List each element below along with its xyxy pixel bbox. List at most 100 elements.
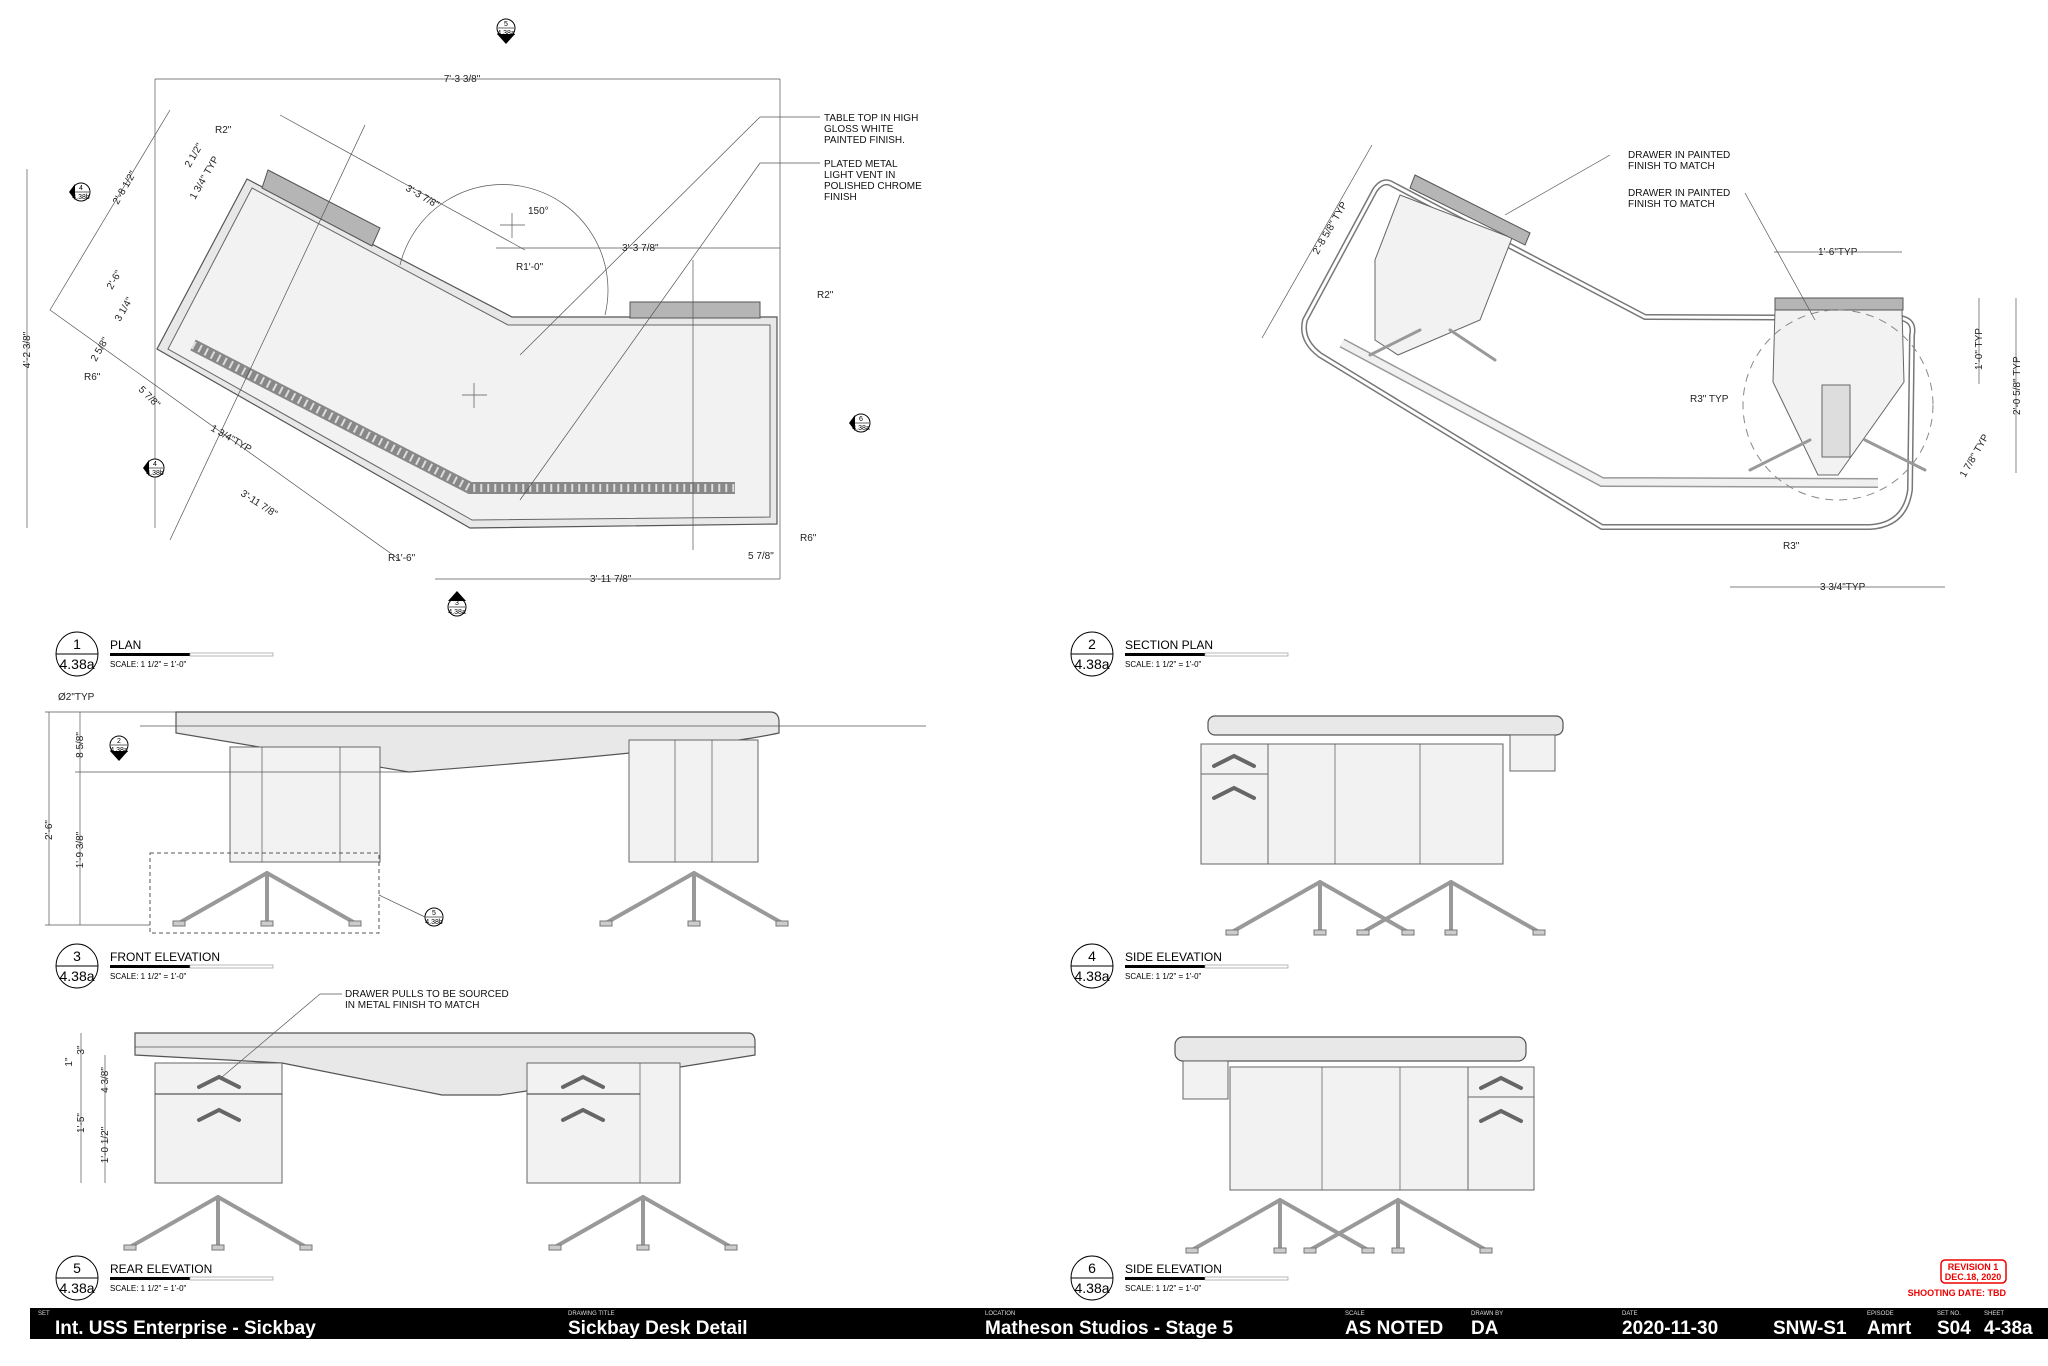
dim-angle: 150°	[528, 206, 549, 217]
plan-view: 7'-3 3/8" 4'-2 3/8" 3'-3 7/8" 3'-3 7/8" …	[22, 74, 922, 585]
section-marker[interactable]: 54.38a	[496, 18, 516, 44]
marker-num: 4	[79, 185, 83, 192]
dim-1-0: 1'-0" TYP	[1974, 328, 1985, 370]
dim-diag-bottom: 3'-11 7/8"	[238, 488, 279, 520]
view-scale: SCALE: 1 1/2" = 1'-0"	[1125, 660, 1202, 669]
marker-sheet: 4.38b	[146, 470, 164, 477]
view-number: 3	[73, 948, 81, 964]
dim-r6-right: R6"	[800, 533, 817, 544]
section-marker[interactable]: 6 4.38a	[849, 413, 871, 433]
marker-num: 6	[859, 416, 863, 423]
dim-overall-width: 7'-3 3/8"	[444, 74, 481, 85]
marker-sheet: 4.38b	[425, 919, 443, 926]
dim-r3-typ: R3" TYP	[1690, 394, 1729, 405]
view-title-side-elevation-4: 4 4.38a SIDE ELEVATION SCALE: 1 1/2" = 1…	[1070, 943, 1289, 989]
marker-num: 3	[455, 600, 459, 607]
set-value: Int. USS Enterprise - Sickbay	[55, 1318, 316, 1339]
drawn-by-value: DA	[1471, 1318, 1499, 1339]
set-no-value: S04	[1937, 1318, 1971, 1339]
set-label: SET	[38, 1311, 50, 1317]
dim-3-3-4: 3 3/4"TYP	[1820, 582, 1866, 593]
episode-value: Amrt	[1867, 1318, 1912, 1339]
section-marker[interactable]: 44.38b	[143, 458, 165, 478]
dim-2-0-5-8: 2'-0 5/8" TYP	[2012, 356, 2023, 415]
marker-num: 5	[504, 21, 508, 28]
view-scale: SCALE: 1 1/2" = 1'-0"	[1125, 1284, 1202, 1293]
scale-label: SCALE	[1345, 1311, 1365, 1317]
dim-overall-depth: 4'-2 3/8"	[22, 331, 33, 368]
section-marker[interactable]: 4 4.38b	[69, 182, 91, 202]
dim-diag-top: 3'-3 7/8"	[404, 183, 442, 211]
light-vent	[190, 339, 735, 494]
dim-r2-top: R2"	[215, 125, 232, 136]
dim-5-7-8-a: 5 7/8"	[136, 384, 162, 410]
dim-1-0-1-2: 1'-0 1/2"	[100, 1126, 111, 1163]
side-elevation-view-6	[1174, 1036, 1535, 1255]
dim-3: 3"	[76, 1045, 87, 1055]
marker-sheet: 4.38b	[72, 194, 90, 201]
dim-bottom: 3'-11 7/8"	[590, 574, 632, 585]
marker-sheet: 4.38a	[448, 609, 466, 616]
view-title: SIDE ELEVATION	[1125, 950, 1222, 964]
view-title-section-plan: 2 4.38a SECTION PLAN SCALE: 1 1/2" = 1'-…	[1070, 631, 1289, 677]
view-scale: SCALE: 1 1/2" = 1'-0"	[110, 660, 187, 669]
view-sheet: 4.38a	[59, 1280, 94, 1296]
project-code: SNW-S1	[1773, 1318, 1847, 1339]
revision-stamp: REVISION 1 DEC.18, 2020 SHOOTING DATE: T…	[1908, 1259, 2007, 1298]
dim-left-2-8: 2'-8 1/2"	[111, 169, 139, 207]
date-label: DATE	[1622, 1311, 1638, 1317]
dim-right-top: 3'-3 7/8"	[622, 243, 659, 254]
drawn-by-label: DRAWN BY	[1471, 1311, 1503, 1317]
view-scale: SCALE: 1 1/2" = 1'-0"	[1125, 972, 1202, 981]
drawing-title: Sickbay Desk Detail	[568, 1318, 748, 1339]
set-no-label: SET NO.	[1937, 1311, 1961, 1317]
dim-diameter: Ø2"TYP	[58, 692, 95, 703]
dim-2-5-8: 2 5/8"	[89, 335, 112, 363]
view-sheet: 4.38a	[1074, 1280, 1109, 1296]
view-number: 6	[1088, 1260, 1096, 1276]
revision-label: REVISION 1	[1948, 1262, 1999, 1272]
front-elevation-view: Ø2"TYP 2'-6" 8 5/8" 1'-9 3/8" 24.38a 54.…	[44, 692, 926, 934]
view-number: 4	[1088, 948, 1096, 964]
dim-r2-right: R2"	[817, 290, 834, 301]
view-title-front-elevation: 3 4.38a FRONT ELEVATION SCALE: 1 1/2" = …	[55, 943, 274, 989]
marker-num: 5	[432, 910, 436, 917]
location-value: Matheson Studios - Stage 5	[985, 1318, 1234, 1339]
view-number: 2	[1088, 636, 1096, 652]
section-marker[interactable]: 3 4.38a	[447, 591, 467, 617]
dim-height-low: 1'-9 3/8"	[75, 831, 86, 868]
side-elevation-view-4	[1200, 715, 1564, 937]
view-title: PLAN	[110, 638, 141, 652]
scale-value: AS NOTED	[1345, 1318, 1443, 1339]
dim-height-total: 2'-6"	[44, 820, 55, 840]
view-title: FRONT ELEVATION	[110, 950, 220, 964]
dim-2-half: 2 1/2"	[183, 141, 206, 169]
view-sheet: 4.38a	[59, 656, 94, 672]
marker-sheet: 4.38a	[852, 425, 870, 432]
dim-r6-left: R6"	[84, 372, 101, 383]
dim-1-6: 1'-6"TYP	[1818, 247, 1858, 258]
sheet-value: 4-38a	[1984, 1318, 2033, 1339]
view-number: 5	[73, 1260, 81, 1276]
view-sheet: 4.38a	[1074, 656, 1109, 672]
detail-marker[interactable]: 5 4.38b	[424, 907, 444, 927]
revision-date: DEC.18, 2020	[1945, 1272, 2002, 1282]
title-block: SET Int. USS Enterprise - Sickbay DRAWIN…	[30, 1308, 2048, 1339]
dim-typ2: 1 3/4"TYP	[209, 423, 254, 455]
view-title-plan: 1 4.38a PLAN SCALE: 1 1/2" = 1'-0"	[55, 631, 274, 677]
marker-num: 2	[117, 738, 121, 745]
dim-1-5: 1'-5"	[76, 1113, 87, 1133]
section-marker[interactable]: 24.38a	[109, 735, 129, 761]
view-title: SECTION PLAN	[1125, 638, 1213, 652]
dim-r1-6: R1'-6"	[388, 553, 416, 564]
view-number: 1	[73, 636, 81, 652]
shooting-date: SHOOTING DATE: TBD	[1908, 1288, 2007, 1298]
